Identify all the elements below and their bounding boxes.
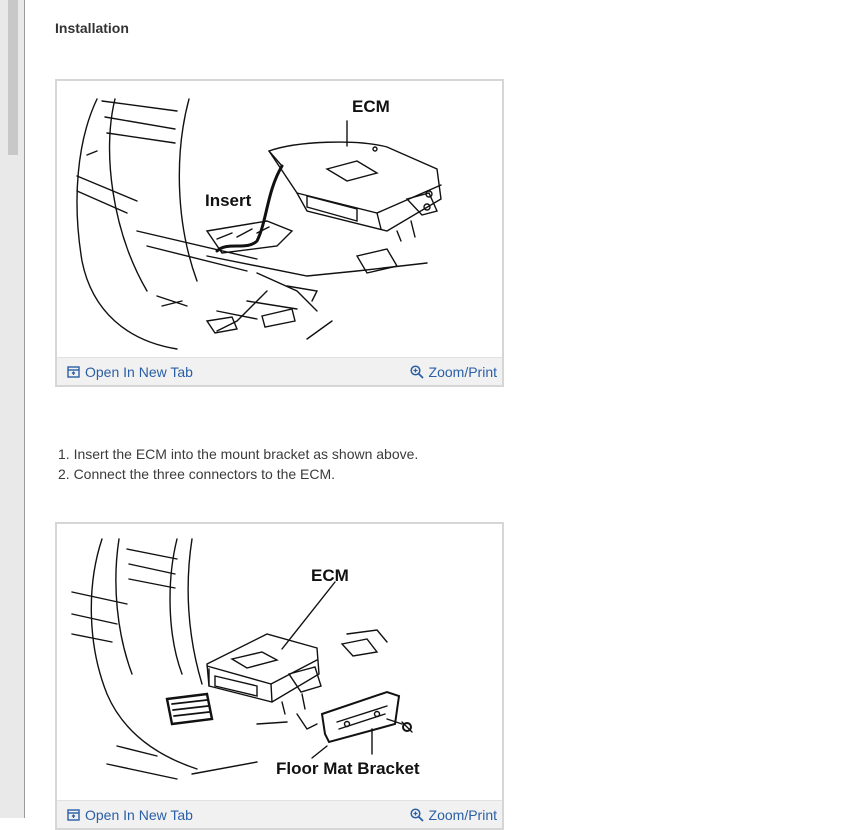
section-title: Installation [55, 20, 129, 36]
figure-1: ECM Insert Open In New Tab Zoom/Print [55, 79, 504, 387]
step-2: 2. Connect the three connectors to the E… [58, 466, 336, 482]
figure-1-caption-bar: Open In New Tab Zoom/Print [57, 357, 502, 385]
scrollbar-thumb[interactable] [8, 0, 18, 155]
figure-2: ECM Floor Mat Bracket Open In New Tab Zo… [55, 522, 504, 830]
left-scrollbar[interactable] [0, 0, 25, 818]
zoom-in-icon [409, 364, 424, 379]
floor-mat-bracket-illustration: ECM Floor Mat Bracket [71, 538, 420, 780]
figure-2-caption-bar: Open In New Tab Zoom/Print [57, 800, 502, 828]
zoom-print-link[interactable]: Zoom/Print [409, 806, 497, 823]
figure-2-diagram: ECM Floor Mat Bracket [57, 524, 502, 800]
instruction-list: 1. Insert the ECM into the mount bracket… [58, 444, 418, 484]
label-insert: Insert [205, 191, 252, 210]
open-new-tab-icon [67, 808, 80, 821]
step-1: 1. Insert the ECM into the mount bracket… [58, 446, 419, 462]
zoom-in-icon [409, 807, 424, 822]
label-ecm: ECM [311, 566, 349, 585]
label-floor-mat-bracket: Floor Mat Bracket [276, 759, 420, 778]
ecm-install-illustration: ECM Insert [76, 97, 442, 350]
zoom-print-label: Zoom/Print [428, 363, 497, 380]
zoom-print-link[interactable]: Zoom/Print [409, 363, 497, 380]
open-in-new-tab-link[interactable]: Open In New Tab [67, 807, 193, 823]
open-in-new-tab-label: Open In New Tab [85, 363, 193, 380]
label-ecm: ECM [352, 97, 390, 116]
open-new-tab-icon [67, 365, 80, 378]
figure-1-diagram: ECM Insert [57, 81, 502, 357]
open-in-new-tab-label: Open In New Tab [85, 806, 193, 823]
open-in-new-tab-link[interactable]: Open In New Tab [67, 364, 193, 380]
zoom-print-label: Zoom/Print [428, 806, 497, 823]
